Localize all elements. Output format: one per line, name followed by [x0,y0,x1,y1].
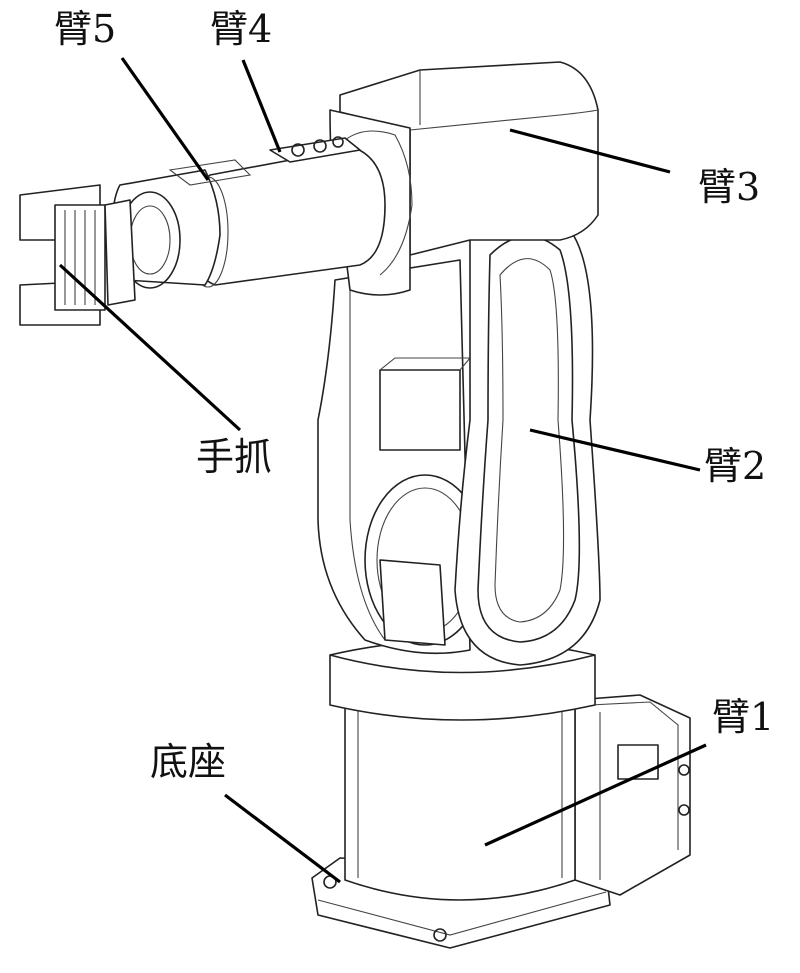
leader-gripper [58,263,242,432]
arm4-link [187,136,386,288]
label-arm5: 臂5 [54,7,117,51]
leader-arm4 [241,59,282,153]
leader-arm3 [509,128,671,174]
label-arm2: 臂2 [704,444,767,488]
label-arm1: 臂1 [712,695,775,739]
label-arm4: 臂4 [210,7,273,51]
label-arm3: 臂3 [698,165,761,209]
label-base: 底座 [150,740,227,784]
leader-base [224,793,341,884]
gripper-assembly [19,184,136,326]
leader-lines [58,57,707,884]
shoulder-block [317,259,486,655]
arm2-link [454,213,601,666]
leader-arm5 [120,57,210,181]
leader-arm1 [484,743,707,847]
label-gripper: 手抓 [196,435,273,479]
arm1-body [344,699,576,901]
leader-arm2 [529,428,701,472]
